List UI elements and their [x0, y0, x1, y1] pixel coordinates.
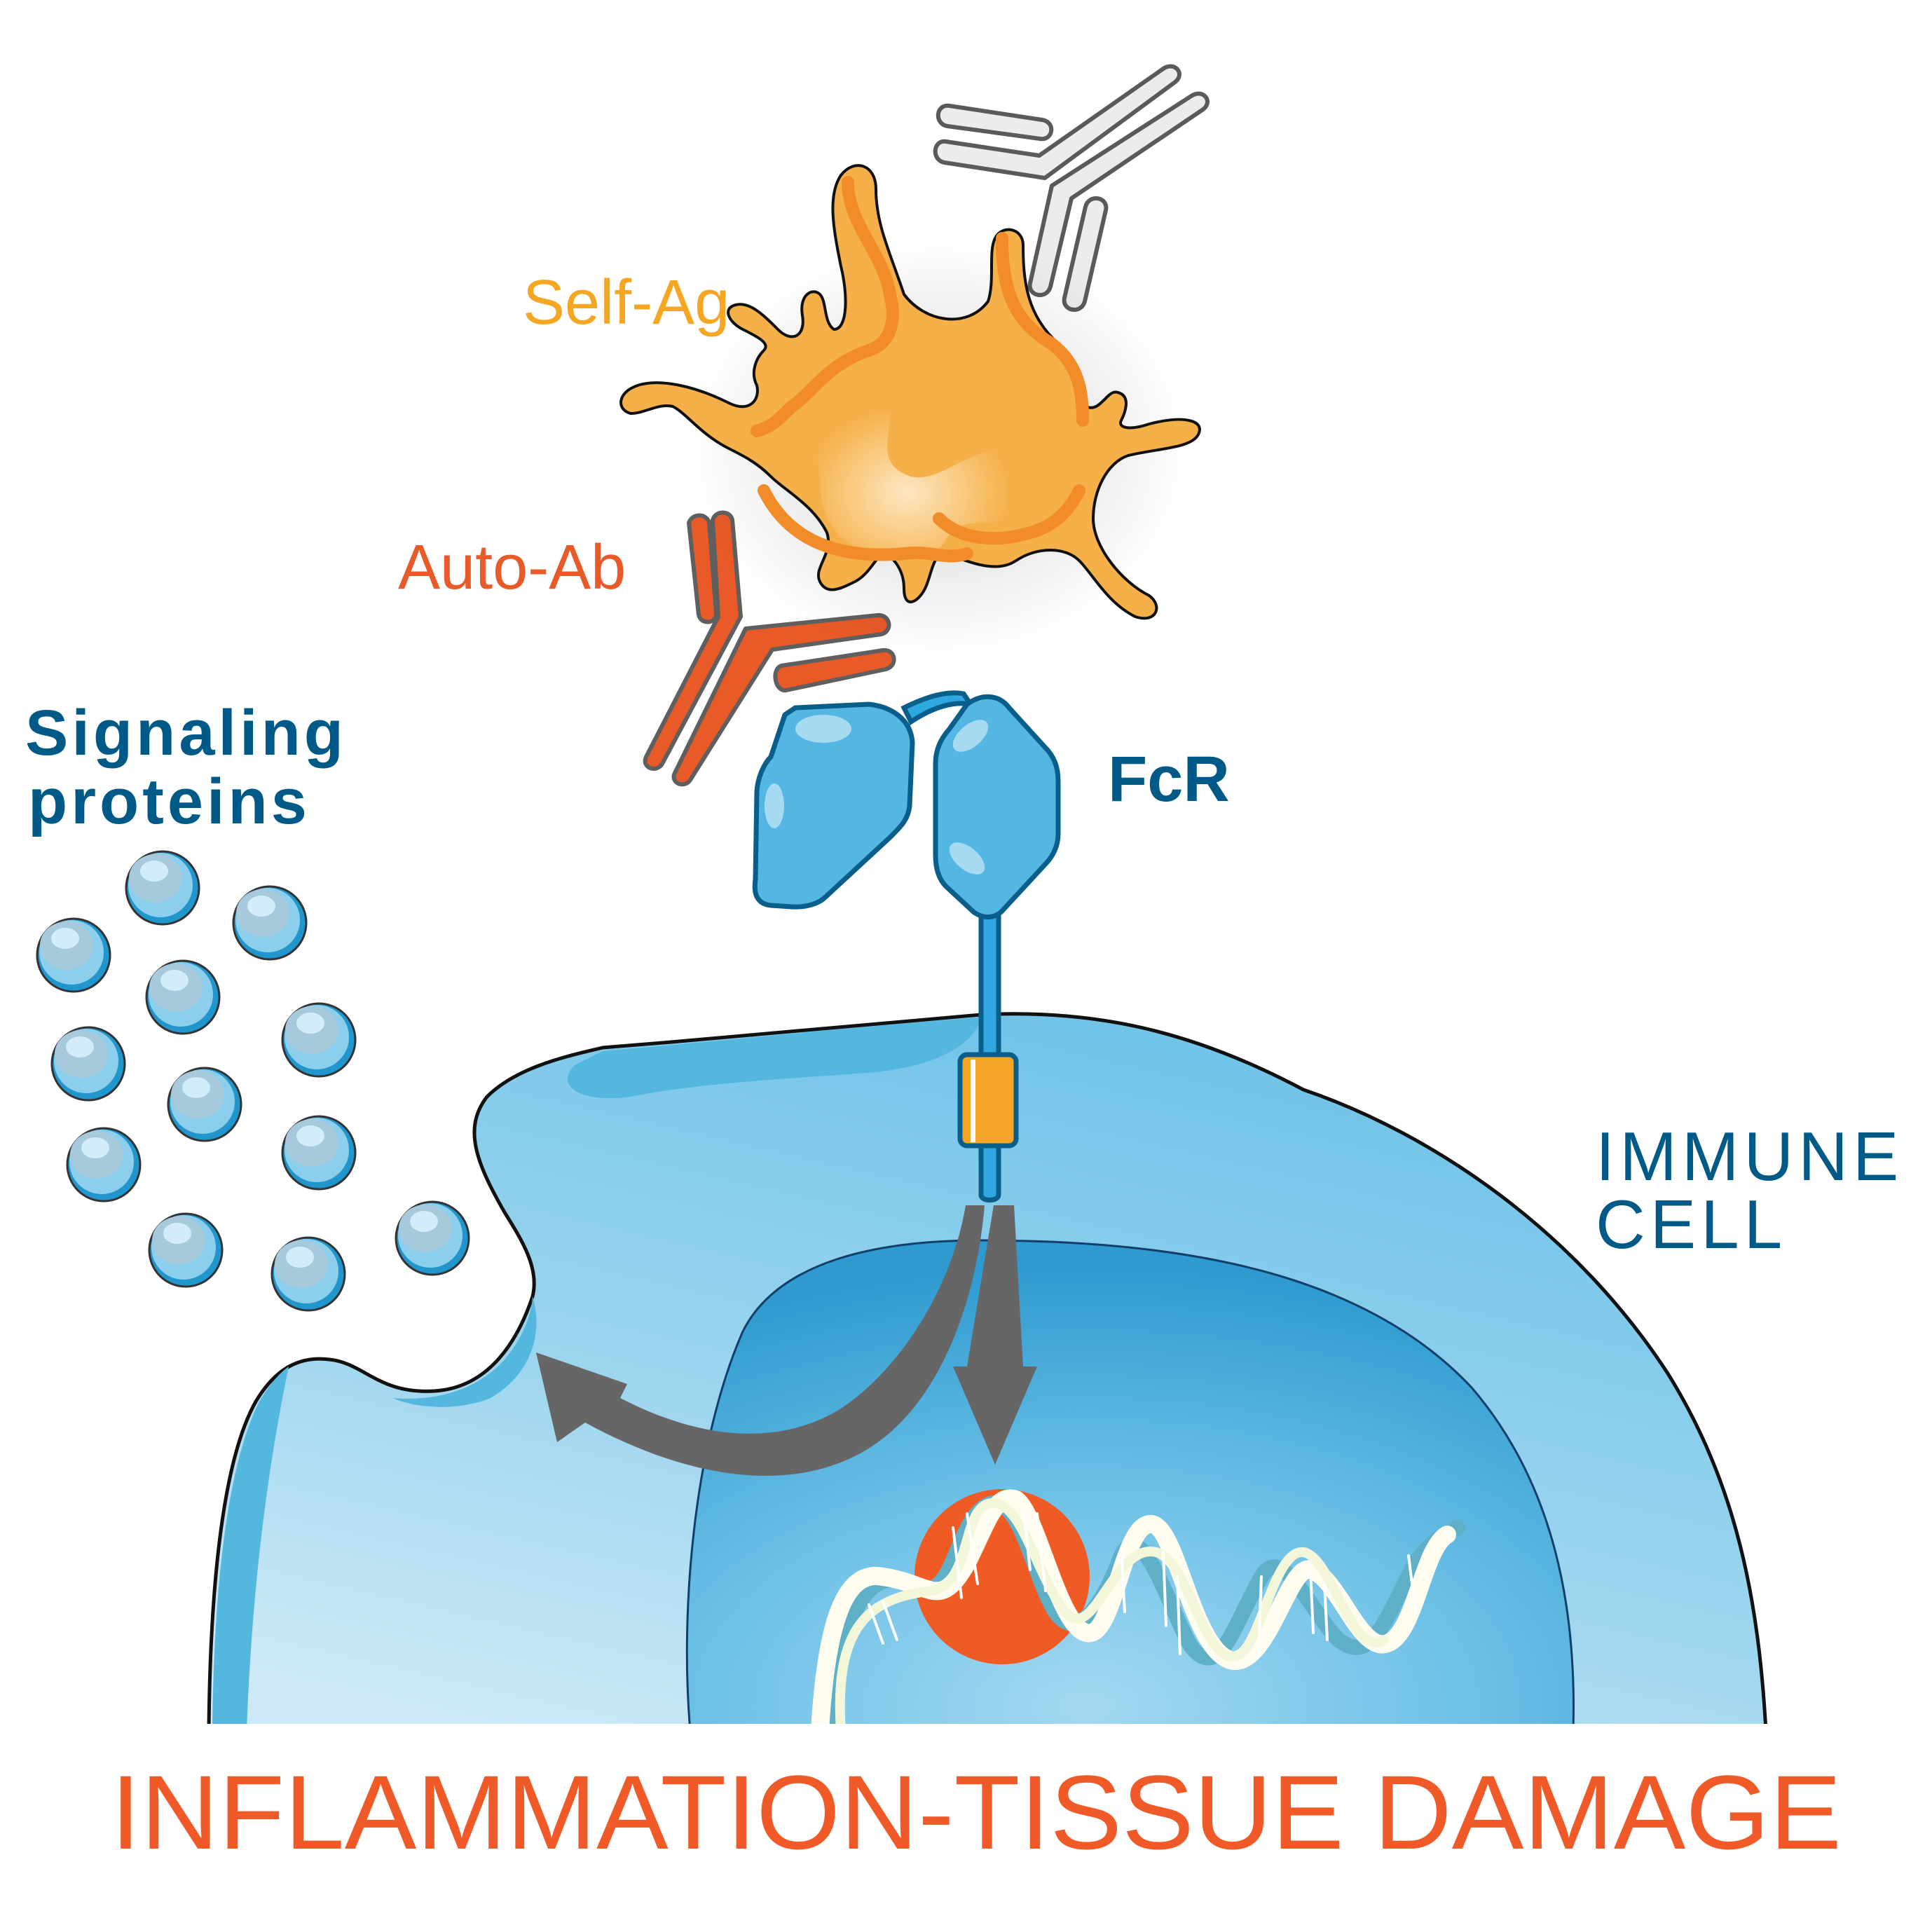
receptor-domain-1: [752, 701, 915, 910]
arrow-nucleus: [953, 1205, 1037, 1465]
label-signaling-line2: proteins: [28, 766, 310, 837]
transmembrane-domain: [957, 1052, 1019, 1149]
signaling-protein: [395, 1200, 470, 1276]
signaling-protein: [281, 1115, 357, 1191]
label-immune-line1: IMMUNE: [1596, 1118, 1903, 1195]
gray-ab-heavy-chain-upper: [933, 64, 1181, 180]
signaling-protein: [281, 1002, 357, 1078]
signaling-protein: [270, 1236, 346, 1312]
fc-receptor: [752, 690, 1061, 1203]
cell-rim-notch: [392, 1296, 537, 1407]
signaling-protein: [167, 1067, 242, 1142]
antigen-membrane-folds: [751, 176, 1089, 563]
cell-rim-left: [212, 1366, 289, 1724]
label-signaling-line1: Signaling: [25, 697, 347, 769]
signaling-protein: [66, 1127, 142, 1203]
label-immune-line2: CELL: [1596, 1186, 1787, 1263]
label-auto-antibody: Auto-Ab: [398, 533, 626, 603]
signal-arrows: [536, 1205, 1037, 1476]
dna-helix: [811, 1489, 1465, 1724]
gray-ab-light-chain-top: [936, 103, 1054, 142]
signaling-protein: [232, 885, 308, 961]
receptor-gloss-4: [949, 842, 985, 875]
signaling-protein: [36, 917, 111, 993]
auto-ab-light-chain-right: [773, 648, 896, 693]
signaling-protein: [148, 1212, 224, 1288]
signaling-proteins: [36, 850, 470, 1312]
cell-rim-top: [567, 1018, 981, 1099]
arrow-secretion: [536, 1205, 985, 1476]
receptor-domain-2: [933, 694, 1061, 919]
receptor-stalk: [978, 887, 1001, 1203]
receptor-gloss-3: [952, 720, 989, 752]
signaling-protein: [125, 850, 200, 926]
label-fc-receptor: FcR: [1108, 744, 1230, 815]
antigen-inner-highlight: [815, 369, 1044, 559]
tm-highlight: [971, 1060, 975, 1142]
self-antigen: [619, 164, 1201, 659]
label-self-antigen: Self-Ag: [523, 268, 729, 338]
figure-title: INFLAMMATION-TISSUE DAMAGE: [111, 1753, 1842, 1871]
signaling-protein: [145, 959, 221, 1035]
receptor-gloss-1: [795, 715, 851, 743]
signaling-protein: [50, 1026, 126, 1102]
receptor-gloss-2: [765, 783, 784, 828]
